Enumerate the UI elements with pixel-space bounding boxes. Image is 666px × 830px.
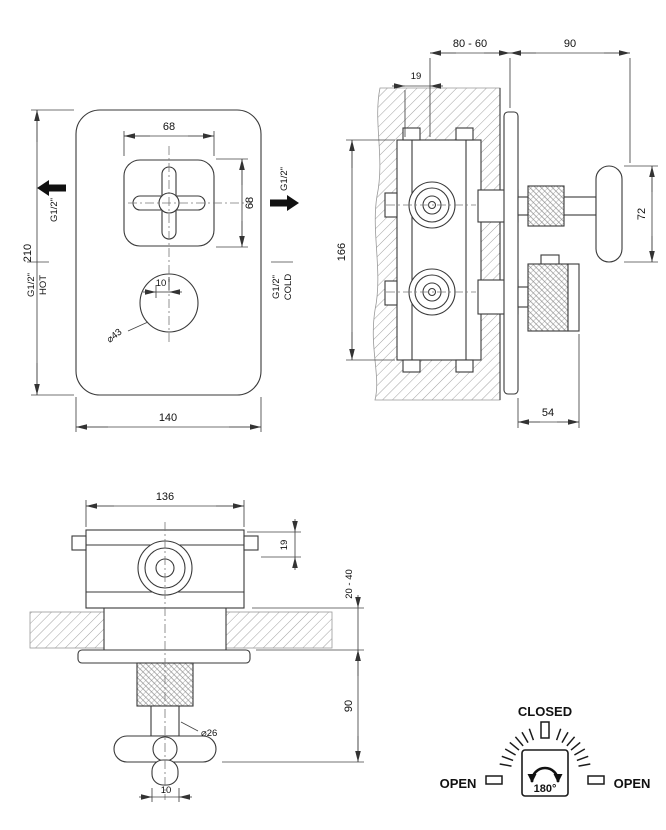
cold-label: COLD [283,274,294,301]
knob-knurl-side [527,263,569,332]
front-view: G1/2" G1/2" G1/2" HOT G1/2" COLD 68 [22,109,299,432]
hot-pipe-size: G1/2" [26,273,37,297]
dim-depth-range-label: 80 - 60 [453,38,487,50]
dim-knob-depth: 54 [517,334,580,428]
dim-top-offset-label: 19 [279,540,290,551]
dim-top-handle-depth-label: 90 [343,700,355,712]
hot-label: HOT [38,275,49,295]
dim-inlet-offset: 19 [392,71,443,137]
dim-handle-offset: 10 [139,785,192,802]
dim-handle-offset-label: 10 [161,785,172,796]
wall-hatch-left [29,611,105,649]
cross-handle-side [517,165,623,263]
dim-top-offset: 19 [247,519,301,570]
dial-ticks-right [555,728,591,767]
dim-cross-width: 68 [123,121,215,156]
trim-plate-side [503,111,519,395]
dim-top-handle-depth: 90 [222,650,364,763]
dim-body-width: 136 [85,491,245,527]
dim-plaster-range-label: 20 - 40 [344,569,355,599]
open-left-label: OPEN [440,776,477,791]
top-view: 136 19 20 - 40 90 [29,491,364,802]
pipe-right-label: G1/2" [279,167,290,191]
flow-arrow-right [270,195,299,211]
dim-plate-width: 140 [75,397,262,432]
wall-hatch-right [225,611,333,649]
closed-position-mark [540,721,550,739]
dim-handle-depth: 90 [510,38,631,163]
trim-plate-top [77,649,251,664]
dim-plate-width-label: 140 [159,412,177,424]
dial-center-box [521,749,569,797]
pipe-left-label: G1/2" [49,198,60,222]
open-right-label: OPEN [614,776,651,791]
dim-plate-height: 210 [22,109,74,396]
dial-diagram: CLOSED OPEN OPEN 180° [440,704,651,797]
dim-plate-height-label: 210 [22,244,34,262]
dim-cross-height: 68 [216,158,256,248]
dim-stem-diameter-label: ⌀26 [201,728,217,739]
knob-side [517,254,580,332]
dim-handle-height-label: 72 [636,208,648,220]
dim-knob-offset: 10 [143,278,182,298]
dim-handle-depth-label: 90 [564,38,576,50]
dim-cross-height-label: 68 [244,197,256,209]
dim-knob-offset-label: 10 [156,278,167,289]
side-view: 80 - 60 90 19 166 [336,38,658,428]
open-position-mark-left [485,775,503,785]
flow-arrow-left [37,180,66,196]
dim-cross-width-label: 68 [163,121,175,133]
closed-label: CLOSED [518,704,572,719]
dim-body-height-label: 166 [336,243,348,261]
open-position-mark-right [587,775,605,785]
cold-pipe-size: G1/2" [271,275,282,299]
rotation-angle-label: 180° [534,783,557,795]
dim-body-width-label: 136 [156,491,174,503]
dim-inlet-offset-label: 19 [411,71,422,82]
cold-inlet-label: G1/2" COLD [271,261,294,301]
dial-ticks-left [499,728,535,767]
handle-knurl-side [527,185,565,227]
front-plate [75,109,262,396]
dim-depth-range: 80 - 60 [429,38,511,137]
hot-inlet-label: G1/2" HOT [26,261,49,297]
dim-stem-diameter: ⌀26 [180,721,217,739]
dim-handle-height: 72 [624,165,658,263]
rough-in-body-side [384,127,519,373]
dim-body-height: 166 [336,139,395,361]
dim-knob-depth-label: 54 [542,407,554,419]
